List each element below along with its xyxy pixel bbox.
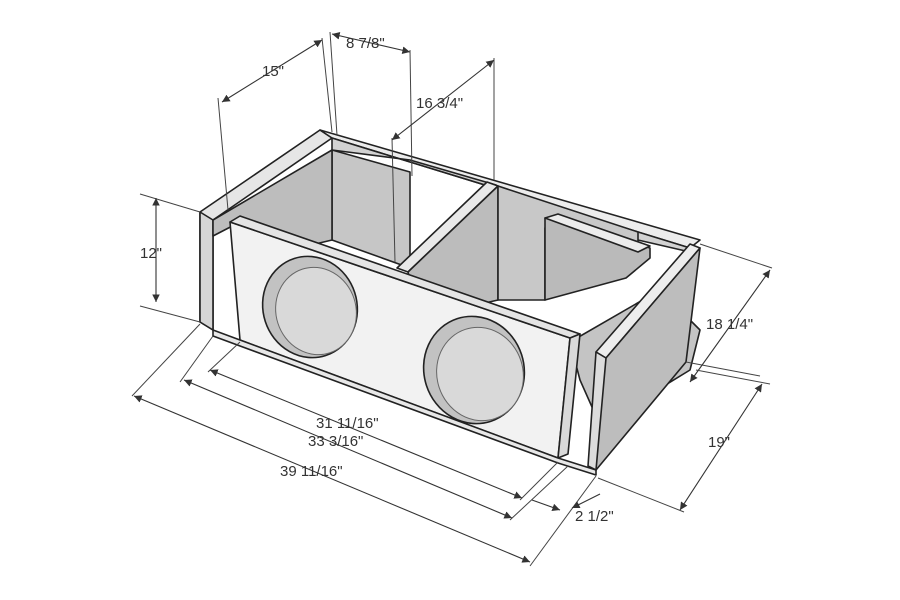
dim-label-33-3-16: 33 3/16" [308,433,363,450]
dim-label-8-7-8: 8 7/8" [346,35,385,52]
dim-label-39-11-16: 39 11/16" [280,463,343,480]
dim-label-2-1-2: 2 1/2" [575,508,614,525]
dim-label-19: 19" [708,434,730,451]
dim-label-18-1-4: 18 1/4" [706,316,753,333]
enclosure-drawing [199,129,701,476]
port-divider-top [544,213,651,253]
dim-label-12: 12" [140,245,162,262]
dim-label-31-11-16: 31 11/16" [316,415,379,432]
left-end-panel-face [199,211,214,331]
front-baffle-side-edge [557,333,581,459]
dim-label-16-3-4: 16 3/4" [416,95,463,112]
left-chamber-back [331,149,411,269]
dimension-lines [131,31,773,567]
dimension-labels: 15" 8 7/8" 16 3/4" 12" 18 1/4" 19" 31 11… [140,35,753,525]
dim-label-15: 15" [262,63,284,80]
woofer-cutout-left [261,255,359,359]
